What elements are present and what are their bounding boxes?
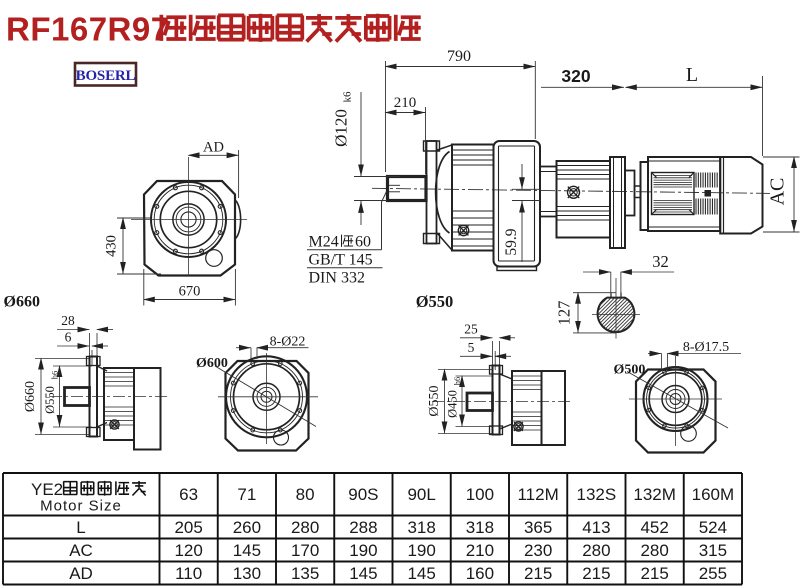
svg-text:GB/T 145: GB/T 145 [309, 252, 373, 269]
svg-text:63: 63 [179, 485, 198, 504]
svg-text:145: 145 [233, 541, 261, 560]
svg-text:127: 127 [555, 301, 574, 326]
svg-text:120: 120 [174, 541, 202, 560]
svg-text:BOSERL: BOSERL [76, 68, 136, 84]
svg-text:L: L [76, 518, 85, 537]
svg-text:288: 288 [349, 518, 377, 537]
svg-text:280: 280 [291, 518, 319, 537]
svg-text:280: 280 [582, 541, 610, 560]
svg-text:230: 230 [524, 541, 552, 560]
svg-text:60: 60 [355, 234, 371, 251]
svg-text:25: 25 [464, 322, 478, 337]
svg-text:255: 255 [699, 564, 727, 583]
svg-text:524: 524 [699, 518, 727, 537]
svg-text:210: 210 [466, 541, 494, 560]
svg-text:260: 260 [233, 518, 261, 537]
svg-text:32: 32 [652, 252, 669, 271]
svg-text:90L: 90L [407, 485, 435, 504]
svg-text:h6: h6 [50, 371, 60, 380]
svg-text:365: 365 [524, 518, 552, 537]
svg-text:205: 205 [174, 518, 202, 537]
svg-text:318: 318 [466, 518, 494, 537]
svg-text:AD: AD [69, 564, 93, 583]
svg-text:215: 215 [640, 564, 668, 583]
svg-text:L: L [686, 64, 698, 86]
svg-text:5: 5 [468, 340, 475, 355]
svg-text:135: 135 [291, 564, 319, 583]
svg-text:413: 413 [582, 518, 610, 537]
svg-text:AC: AC [69, 541, 93, 560]
svg-text:170: 170 [291, 541, 319, 560]
svg-text:h6: h6 [452, 377, 462, 386]
svg-text:90S: 90S [348, 485, 378, 504]
svg-text:28: 28 [61, 313, 75, 328]
svg-text:318: 318 [407, 518, 435, 537]
svg-text:Ø660: Ø660 [4, 294, 40, 311]
svg-text:Ø600: Ø600 [196, 356, 228, 371]
svg-text:160: 160 [466, 564, 494, 583]
svg-text:790: 790 [447, 48, 471, 65]
svg-text:Ø120: Ø120 [332, 109, 351, 147]
svg-text:132M: 132M [633, 485, 676, 504]
svg-text:Ø660: Ø660 [23, 381, 38, 412]
svg-text:130: 130 [233, 564, 261, 583]
svg-text:280: 280 [640, 541, 668, 560]
svg-text:190: 190 [349, 541, 377, 560]
svg-text:8-Ø22: 8-Ø22 [270, 335, 306, 350]
svg-text:210: 210 [394, 95, 417, 111]
svg-text:k6: k6 [342, 91, 354, 103]
svg-text:71: 71 [237, 485, 256, 504]
svg-text:DIN 332: DIN 332 [309, 270, 365, 287]
svg-text:670: 670 [179, 284, 201, 300]
svg-text:6: 6 [65, 330, 72, 345]
svg-text:112M: 112M [517, 485, 558, 504]
svg-text:430: 430 [104, 235, 120, 257]
svg-text:215: 215 [524, 564, 552, 583]
svg-text:M24: M24 [309, 234, 339, 251]
svg-text:AC: AC [767, 178, 789, 206]
svg-text:110: 110 [175, 564, 202, 583]
svg-text:132S: 132S [577, 485, 617, 504]
svg-text:80: 80 [296, 485, 315, 504]
svg-text:160M: 160M [692, 485, 735, 504]
svg-text:100: 100 [466, 485, 494, 504]
svg-text:YE2: YE2 [31, 480, 63, 499]
svg-text:Motor Size: Motor Size [40, 498, 122, 515]
svg-text:190: 190 [407, 541, 435, 560]
svg-text:320: 320 [561, 66, 590, 86]
svg-text:Ø550: Ø550 [43, 386, 57, 414]
svg-text:452: 452 [640, 518, 668, 537]
svg-text:59.9: 59.9 [503, 228, 520, 255]
svg-text:145: 145 [349, 564, 377, 583]
svg-text:315: 315 [699, 541, 727, 560]
svg-text:145: 145 [407, 564, 435, 583]
svg-text:RF167R97: RF167R97 [6, 11, 170, 48]
svg-text:Ø550: Ø550 [416, 292, 454, 311]
svg-text:Ø500: Ø500 [614, 363, 646, 378]
svg-text:AD: AD [203, 140, 224, 156]
svg-text:8-Ø17.5: 8-Ø17.5 [683, 340, 729, 355]
svg-text:Ø550: Ø550 [427, 385, 442, 416]
svg-text:215: 215 [582, 564, 610, 583]
svg-text:Ø450: Ø450 [446, 390, 460, 418]
